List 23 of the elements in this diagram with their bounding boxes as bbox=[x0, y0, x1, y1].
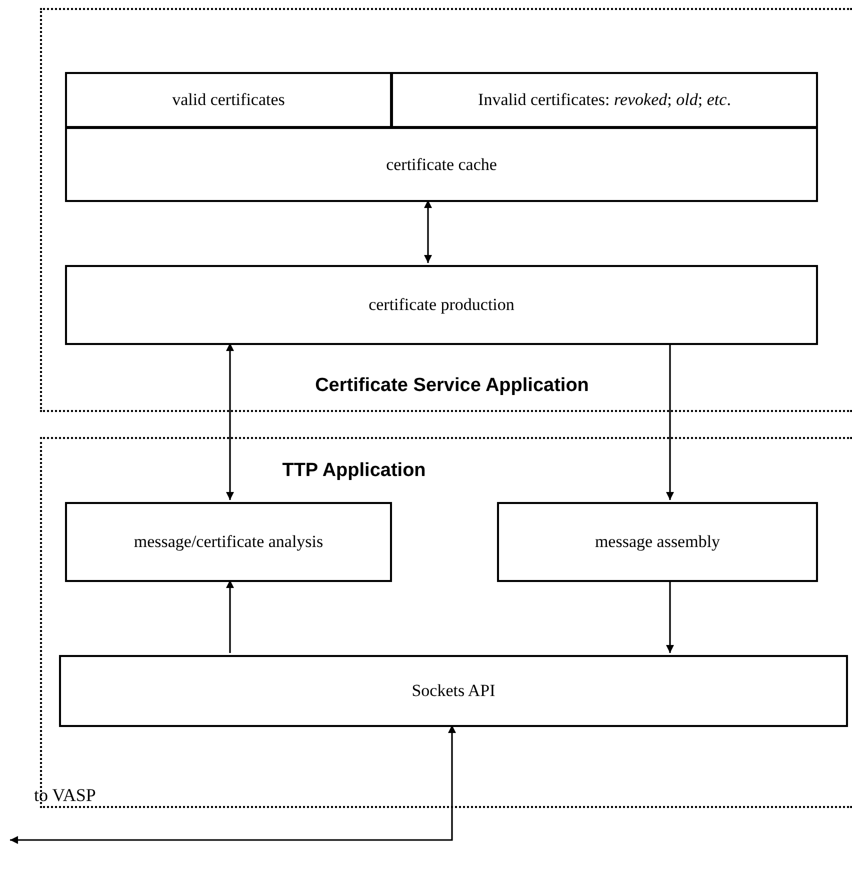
process-box bbox=[59, 655, 848, 727]
arrow bbox=[666, 580, 674, 653]
arrow bbox=[666, 343, 674, 500]
box-label: Invalid certificates: revoked; old; etc. bbox=[478, 89, 731, 112]
group-heading: TTP Application bbox=[282, 459, 426, 483]
box-label: Sockets API bbox=[412, 680, 496, 702]
arrow bbox=[10, 725, 456, 844]
arrow bbox=[226, 343, 234, 500]
arrow bbox=[424, 200, 432, 263]
group-heading: Certificate Service Application bbox=[315, 374, 589, 398]
process-box bbox=[65, 127, 818, 202]
box-label: certificate cache bbox=[386, 154, 497, 176]
process-box bbox=[497, 502, 818, 582]
arrow bbox=[226, 580, 234, 653]
process-box bbox=[65, 502, 392, 582]
process-box bbox=[65, 265, 818, 345]
dotted-group-frame bbox=[40, 8, 852, 412]
box-label: message/certificate analysis bbox=[134, 531, 324, 554]
box-label: valid certificates bbox=[172, 89, 285, 112]
process-box bbox=[391, 72, 818, 128]
box-label: message assembly bbox=[594, 531, 720, 554]
box-label: certificate production bbox=[368, 294, 514, 316]
process-box bbox=[65, 72, 392, 128]
